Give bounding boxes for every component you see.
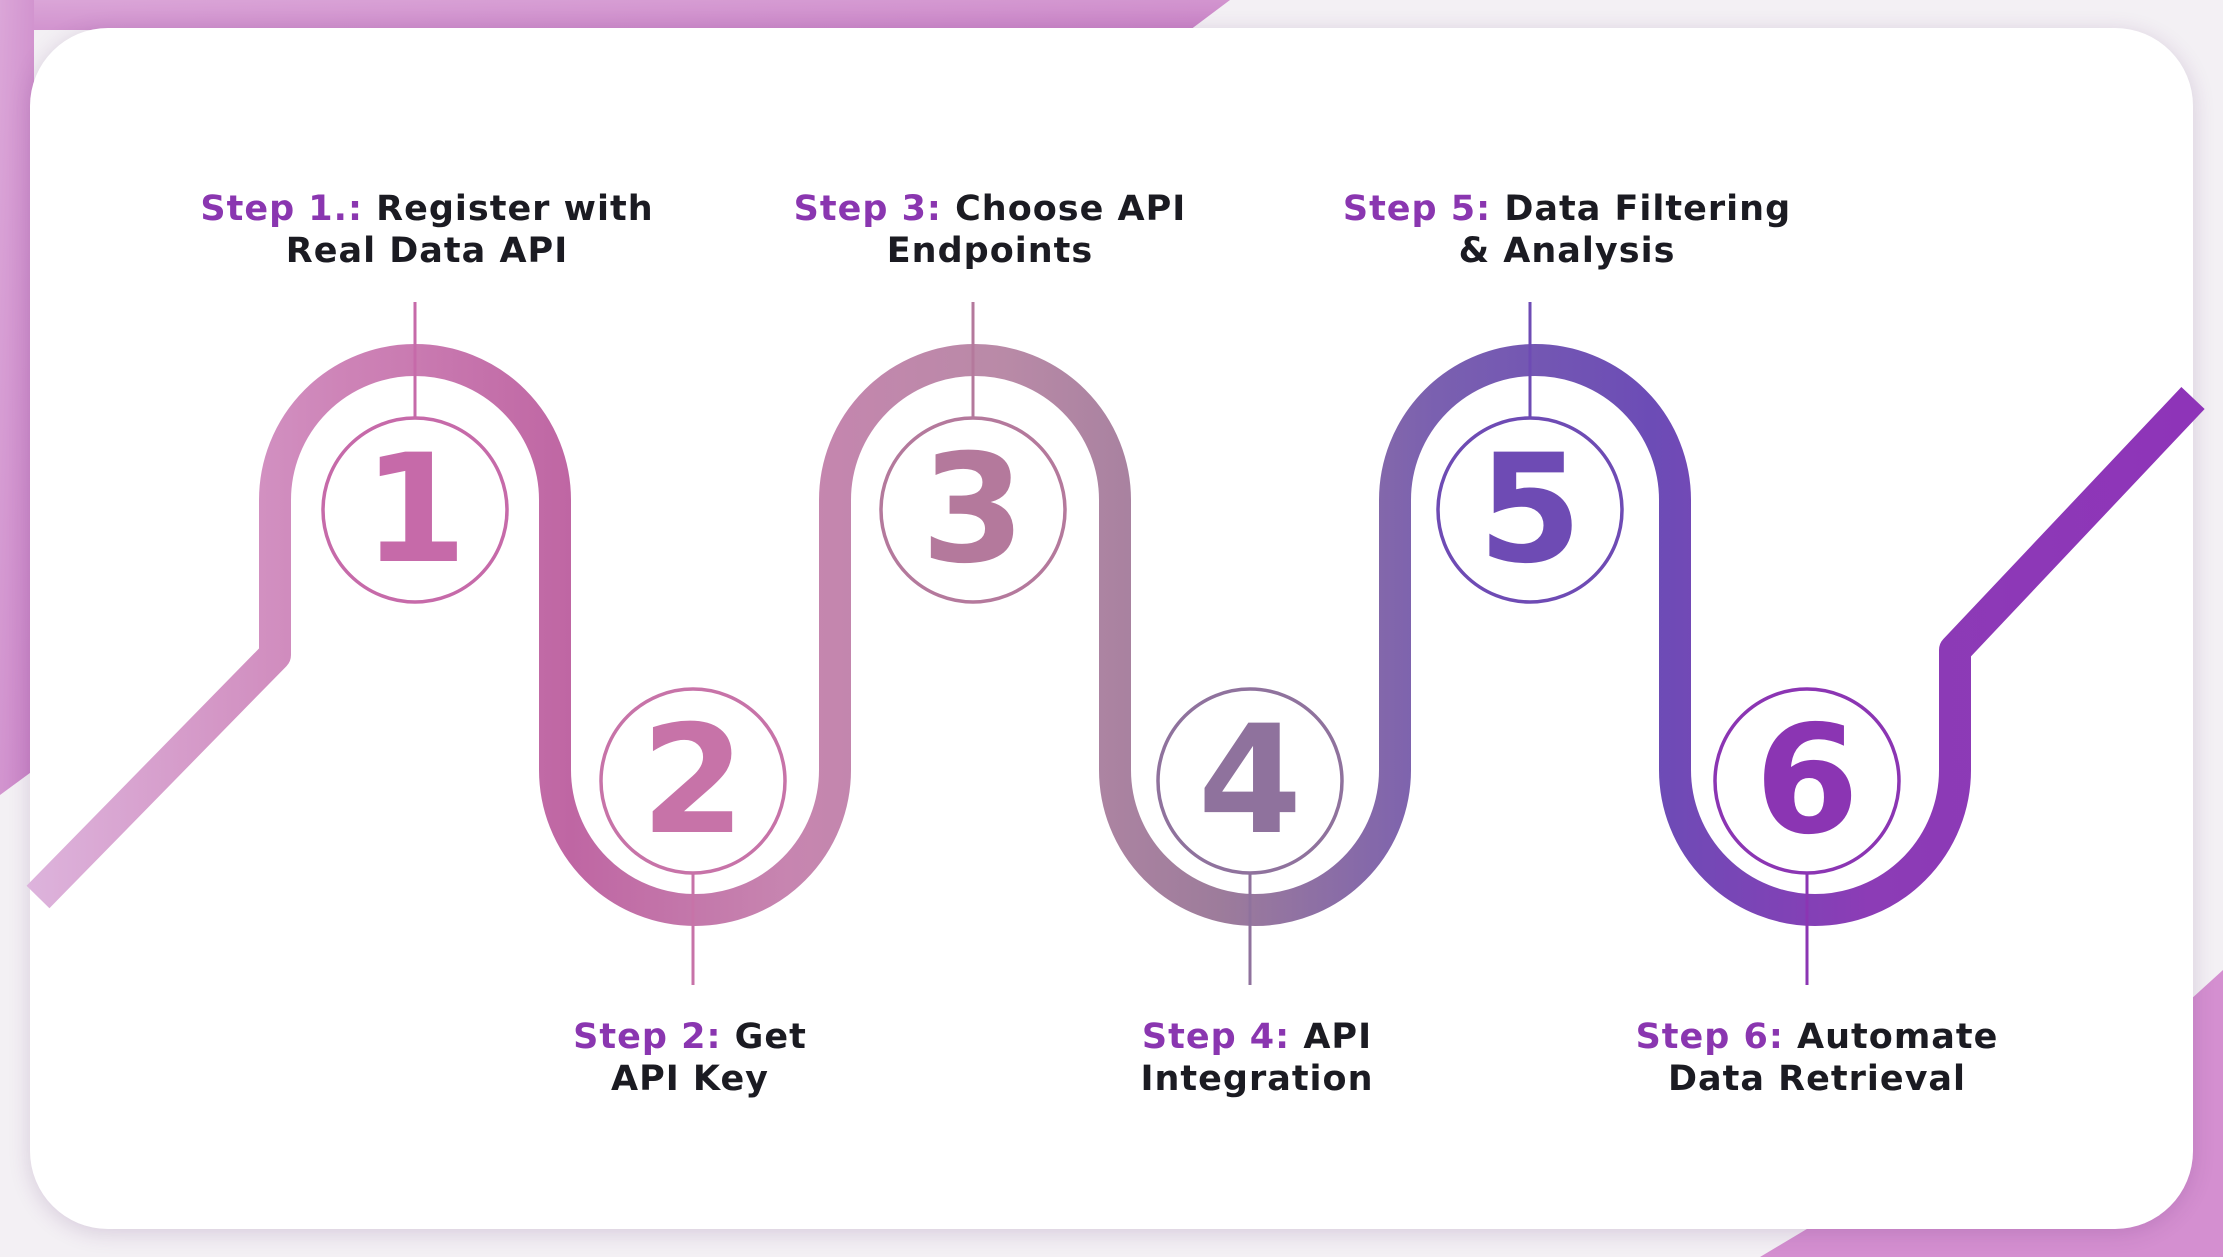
step-1-number: 1: [363, 423, 467, 597]
step-3-prefix: Step 3:: [793, 189, 942, 229]
step-5-circle: [1436, 416, 1624, 604]
step-6-label: Step 6: Automate Data Retrieval: [1537, 1016, 2097, 1100]
step-3-node: 3: [879, 302, 1067, 604]
step-5-label: Step 5: Data Filtering & Analysis: [1287, 188, 1847, 272]
step-6-node: 6: [1713, 687, 1901, 985]
step-1-text-line1: Register with: [376, 189, 654, 229]
background-stripe-top-left: [0, 0, 1230, 30]
step-5-number: 5: [1478, 423, 1582, 597]
step-4-text-line1: API: [1303, 1017, 1373, 1057]
step-3-text-line1: Choose API: [955, 189, 1187, 229]
step-6-text-line2: Data Retrieval: [1667, 1059, 1967, 1099]
step-4-text-line2: Integration: [1140, 1059, 1374, 1099]
step-5-text-line1: Data Filtering: [1504, 189, 1792, 229]
step-3-text-line2: Endpoints: [886, 231, 1094, 271]
step-4-prefix: Step 4:: [1141, 1017, 1291, 1057]
step-5-prefix: Step 5:: [1342, 189, 1492, 229]
step-6-number: 6: [1755, 694, 1859, 868]
wave-path: [26, 344, 2205, 926]
step-4-number: 4: [1198, 694, 1302, 868]
step-2-text-line1: Get: [734, 1017, 807, 1057]
step-6-text-line1: Automate: [1797, 1017, 1999, 1057]
step-1-prefix: Step 1.:: [200, 189, 363, 229]
step-1-label: Step 1.: Register with Real Data API: [147, 188, 707, 272]
step-5-node: 5: [1436, 302, 1624, 604]
step-5-text-line2: & Analysis: [1458, 231, 1676, 271]
step-6-circle: [1713, 687, 1901, 875]
step-2-text-line2: API Key: [610, 1059, 769, 1099]
step-1-text-line2: Real Data API: [285, 231, 569, 271]
step-2-node: 2: [599, 687, 787, 985]
step-6-prefix: Step 6:: [1635, 1017, 1784, 1057]
background-stripe-left: [0, 0, 34, 795]
step-4-node: 4: [1156, 687, 1344, 985]
step-1-circle: [321, 416, 509, 604]
step-4-circle: [1156, 687, 1344, 875]
step-3-circle: [879, 416, 1067, 604]
step-1-node: 1: [321, 302, 509, 604]
step-3-number: 3: [921, 423, 1025, 597]
step-2-label: Step 2: Get API Key: [410, 1016, 970, 1100]
step-4-label: Step 4: API Integration: [977, 1016, 1537, 1100]
step-2-prefix: Step 2:: [573, 1017, 722, 1057]
step-3-label: Step 3: Choose API Endpoints: [710, 188, 1270, 272]
step-2-circle: [599, 687, 787, 875]
step-2-number: 2: [641, 694, 745, 868]
